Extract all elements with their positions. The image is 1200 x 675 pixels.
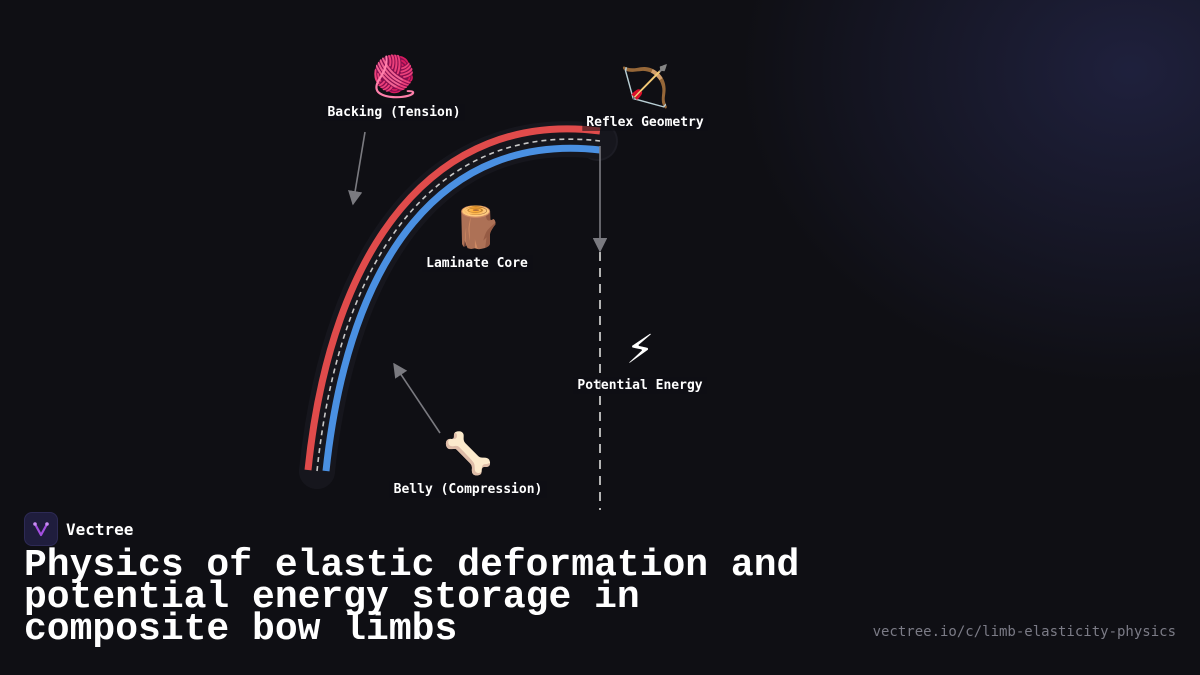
yarn-ball-icon: 🧶 <box>369 54 419 100</box>
backing-layer <box>304 125 601 471</box>
arrow-belly <box>393 362 441 434</box>
core-centerline <box>316 138 601 472</box>
node-core: 🪵 Laminate Core <box>422 205 532 272</box>
node-belly: 🦴 Belly (Compression) <box>389 431 547 498</box>
bow-and-arrow-icon: 🏹 <box>620 64 670 110</box>
node-label-backing: Backing (Tension) <box>323 104 465 121</box>
vectree-logo-mark <box>33 522 49 537</box>
vectree-logo-icon <box>24 512 58 546</box>
belly-layer <box>322 144 601 472</box>
brand-name: Vectree <box>66 519 134 539</box>
node-label-reflex: Reflex Geometry <box>582 114 708 131</box>
arrow-backing <box>348 131 366 206</box>
lightning-bolt-icon: ⚡ <box>625 327 655 373</box>
headline: Physics of elastic deformation and poten… <box>24 544 800 651</box>
bone-icon: 🦴 <box>443 431 493 477</box>
node-label-core: Laminate Core <box>422 255 532 272</box>
wood-log-icon: 🪵 <box>452 205 502 251</box>
brand: Vectree <box>24 512 133 546</box>
node-label-belly: Belly (Compression) <box>389 481 547 498</box>
node-reflex: 🏹 Reflex Geometry <box>582 64 708 131</box>
limb-body <box>299 121 616 489</box>
node-energy: ⚡ Potential Energy <box>573 327 707 394</box>
node-backing: 🧶 Backing (Tension) <box>323 54 465 121</box>
node-label-energy: Potential Energy <box>573 377 707 394</box>
source-url[interactable]: vectree.io/c/limb-elasticity-physics <box>872 624 1176 640</box>
